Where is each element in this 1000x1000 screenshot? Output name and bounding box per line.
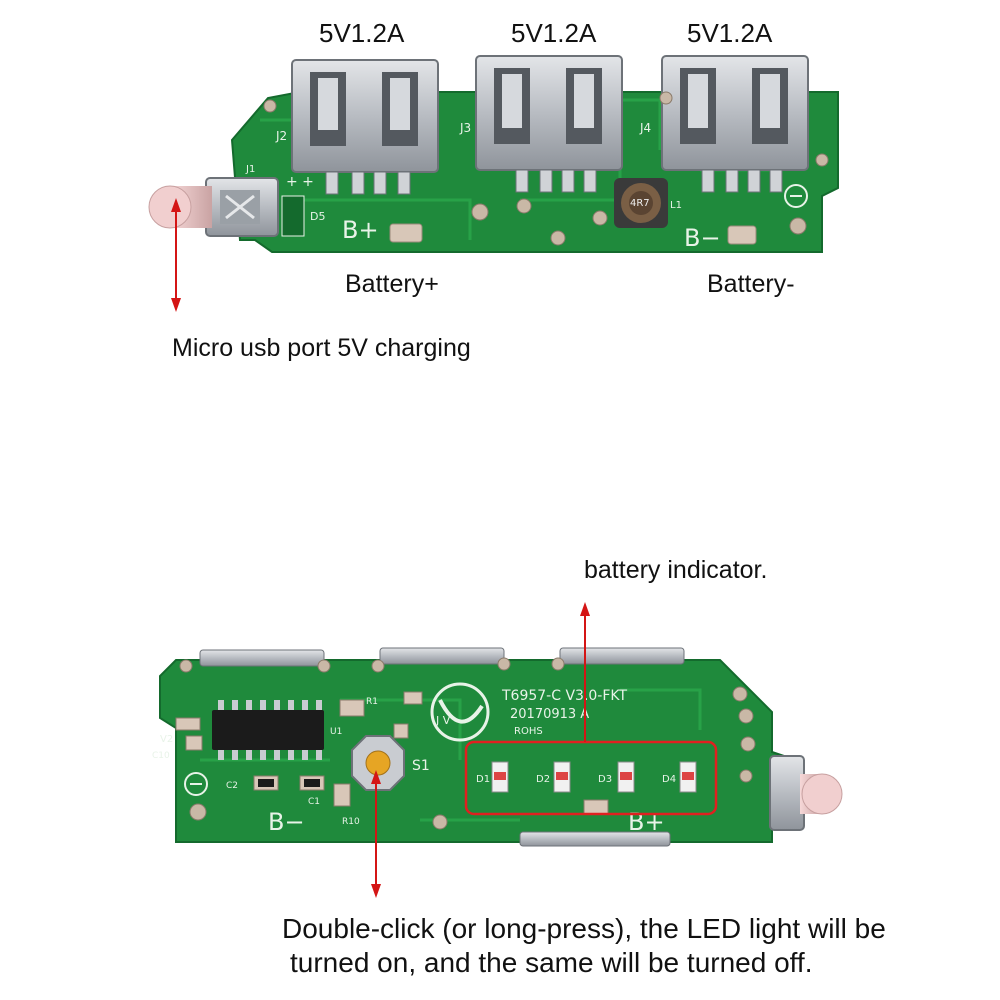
silk-inductor-value: 4R7 xyxy=(630,198,650,209)
bottom-minus-circle-icon xyxy=(184,772,208,796)
minus-circle-icon xyxy=(784,184,808,208)
silk-bplus-bottom: B+ xyxy=(628,808,665,836)
silk-c1: C1 xyxy=(308,797,320,807)
push-button-s1 xyxy=(351,735,405,791)
battery-indicator-label: battery indicator. xyxy=(584,556,768,584)
usb-annotation-arrow xyxy=(171,198,181,312)
usb-a-port-2 xyxy=(475,55,623,193)
silk-r1: R1 xyxy=(366,697,378,707)
usb-a-port-3 xyxy=(661,55,809,193)
silk-d2: D2 xyxy=(536,774,550,785)
silk-c2: C2 xyxy=(226,781,238,791)
port-1-rating-label: 5V1.2A xyxy=(319,18,405,48)
silk-u1: U1 xyxy=(330,727,342,737)
button-note-line-2: turned on, and the same will be turned o… xyxy=(290,947,813,978)
bottom-micro-usb-port xyxy=(769,755,805,831)
silk-r10: R10 xyxy=(342,817,360,827)
silk-rohs: ROHS xyxy=(514,726,543,737)
micro-usb-port xyxy=(205,177,279,237)
silk-bplus-top: B+ xyxy=(342,216,379,244)
jv-logo xyxy=(430,682,490,742)
silk-j1: J1 xyxy=(245,164,255,175)
battery-minus-label: Battery- xyxy=(707,270,795,298)
inductor-l1 xyxy=(614,178,668,228)
silk-j3: J3 xyxy=(459,121,471,135)
silk-plus-marks: + + xyxy=(286,174,314,190)
silk-j2: J2 xyxy=(275,129,287,143)
silk-l1: L1 xyxy=(670,200,682,211)
bottom-led-light xyxy=(800,773,843,815)
silk-brand: J V xyxy=(435,714,451,727)
battery-plus-pad xyxy=(389,223,423,243)
button-note-line-1: Double-click (or long-press), the LED li… xyxy=(282,913,886,944)
ic-chip xyxy=(212,700,324,760)
usb-a-port-1 xyxy=(291,59,439,195)
silk-model: T6957-C V3.0-FKT xyxy=(501,688,627,704)
silk-date: 20170913 A xyxy=(510,707,589,722)
battery-minus-pad xyxy=(727,225,757,245)
silk-j4: J4 xyxy=(639,121,651,135)
silk-v2: V2 xyxy=(160,734,173,745)
indicator-leds xyxy=(491,761,697,793)
indicator-annotation-arrow xyxy=(580,602,590,742)
silk-bminus-top: B− xyxy=(684,224,721,252)
silk-s1: S1 xyxy=(412,758,430,774)
micro-usb-label: Micro usb port 5V charging xyxy=(172,334,471,362)
battery-indicator-highlight-box xyxy=(464,740,718,816)
button-annotation-arrow xyxy=(371,770,381,898)
port-2-rating-label: 5V1.2A xyxy=(511,18,597,48)
silk-d4: D4 xyxy=(662,774,676,785)
silk-d1: D1 xyxy=(476,774,490,785)
port-tabs xyxy=(199,647,685,847)
battery-plus-label: Battery+ xyxy=(345,270,439,298)
port-3-rating-label: 5V1.2A xyxy=(687,18,773,48)
silk-d3: D3 xyxy=(598,774,612,785)
silk-d5: D5 xyxy=(310,210,325,223)
silk-c10: C10 xyxy=(152,751,170,761)
silk-bminus-bottom: B− xyxy=(268,808,305,836)
